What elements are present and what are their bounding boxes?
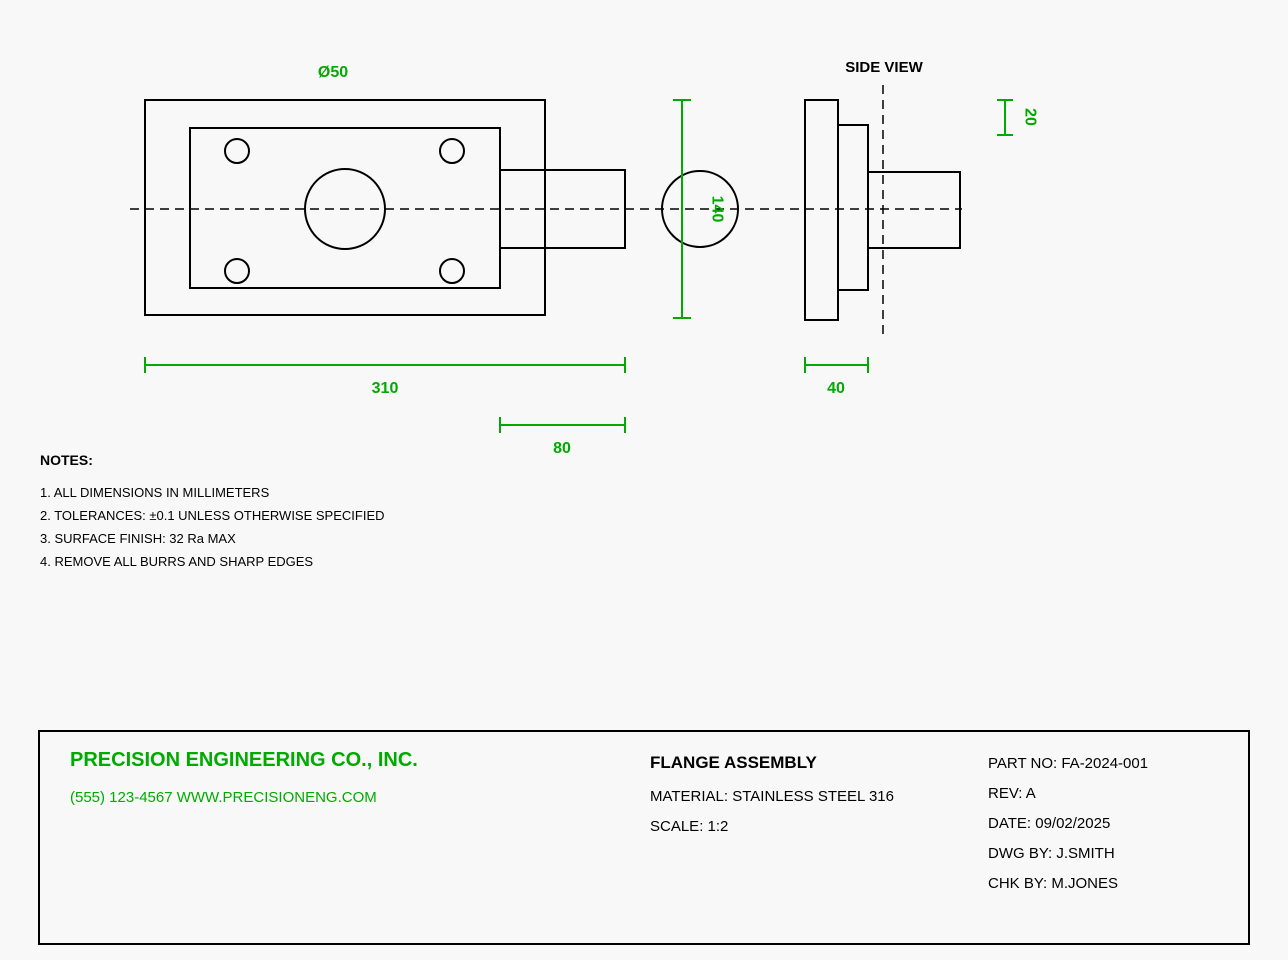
side-view-hub xyxy=(837,124,869,291)
engineering-drawing: SIDE VIEW Ø50 310 80 40 140 20 xyxy=(130,59,1039,457)
bolt-hole-bottom-left xyxy=(224,258,250,284)
center-bore-circle xyxy=(304,168,386,250)
side-view-flange-plate xyxy=(804,99,839,321)
side-view-shaft xyxy=(867,171,961,249)
notes-title: NOTES: xyxy=(40,452,93,468)
side-view-label: SIDE VIEW xyxy=(845,59,923,76)
front-view-flange-plate xyxy=(189,127,501,289)
dimension-hole-diameter-label: Ø50 xyxy=(318,64,348,81)
drawing-scale: SCALE: 1:2 xyxy=(650,818,729,835)
dimension-shaft-length-label: 80 xyxy=(553,440,571,457)
material-spec: MATERIAL: STAINLESS STEEL 316 xyxy=(650,788,894,805)
shaft-front-view xyxy=(499,169,626,249)
dimension-overall-length xyxy=(144,357,626,373)
revision: REV: A xyxy=(988,785,1036,802)
title-block: PRECISION ENGINEERING CO., INC. (555) 12… xyxy=(38,730,1250,945)
bolt-hole-top-left xyxy=(224,138,250,164)
part-number: PART NO: FA-2024-001 xyxy=(988,755,1149,772)
note-item: 1. ALL DIMENSIONS IN MILLIMETERS xyxy=(40,485,270,500)
drawing-date: DATE: 09/02/2025 xyxy=(988,815,1111,832)
note-item: 3. SURFACE FINISH: 32 Ra MAX xyxy=(40,531,236,546)
dimension-flange-diameter-label: 140 xyxy=(709,196,726,223)
dimension-flange-diameter xyxy=(673,99,691,319)
front-view-outer-body xyxy=(144,99,546,316)
company-name: PRECISION ENGINEERING CO., INC. xyxy=(70,749,418,771)
note-item: 2. TOLERANCES: ±0.1 UNLESS OTHERWISE SPE… xyxy=(40,508,385,523)
checked-by: CHK BY: M.JONES xyxy=(988,875,1119,892)
shaft-end-view-circle xyxy=(661,170,739,248)
part-title: FLANGE ASSEMBLY xyxy=(650,753,817,772)
drawn-by: DWG BY: J.SMITH xyxy=(988,845,1115,862)
bolt-hole-top-right xyxy=(439,138,465,164)
dimension-flange-width xyxy=(804,357,869,373)
notes-section: NOTES: 1. ALL DIMENSIONS IN MILLIMETERS … xyxy=(40,452,385,577)
dimension-plate-thickness xyxy=(997,99,1013,136)
drawing-metadata: PART NO: FA-2024-001 REV: A DATE: 09/02/… xyxy=(988,755,1148,905)
note-item: 4. REMOVE ALL BURRS AND SHARP EDGES xyxy=(40,554,314,569)
dimension-plate-thickness-label: 20 xyxy=(1022,108,1039,126)
company-contact: (555) 123-4567 WWW.PRECISIONENG.COM xyxy=(70,789,377,806)
dimension-flange-width-label: 40 xyxy=(827,380,845,397)
dimension-overall-length-label: 310 xyxy=(372,380,399,397)
dimension-shaft-length xyxy=(499,417,626,433)
bolt-hole-bottom-right xyxy=(439,258,465,284)
